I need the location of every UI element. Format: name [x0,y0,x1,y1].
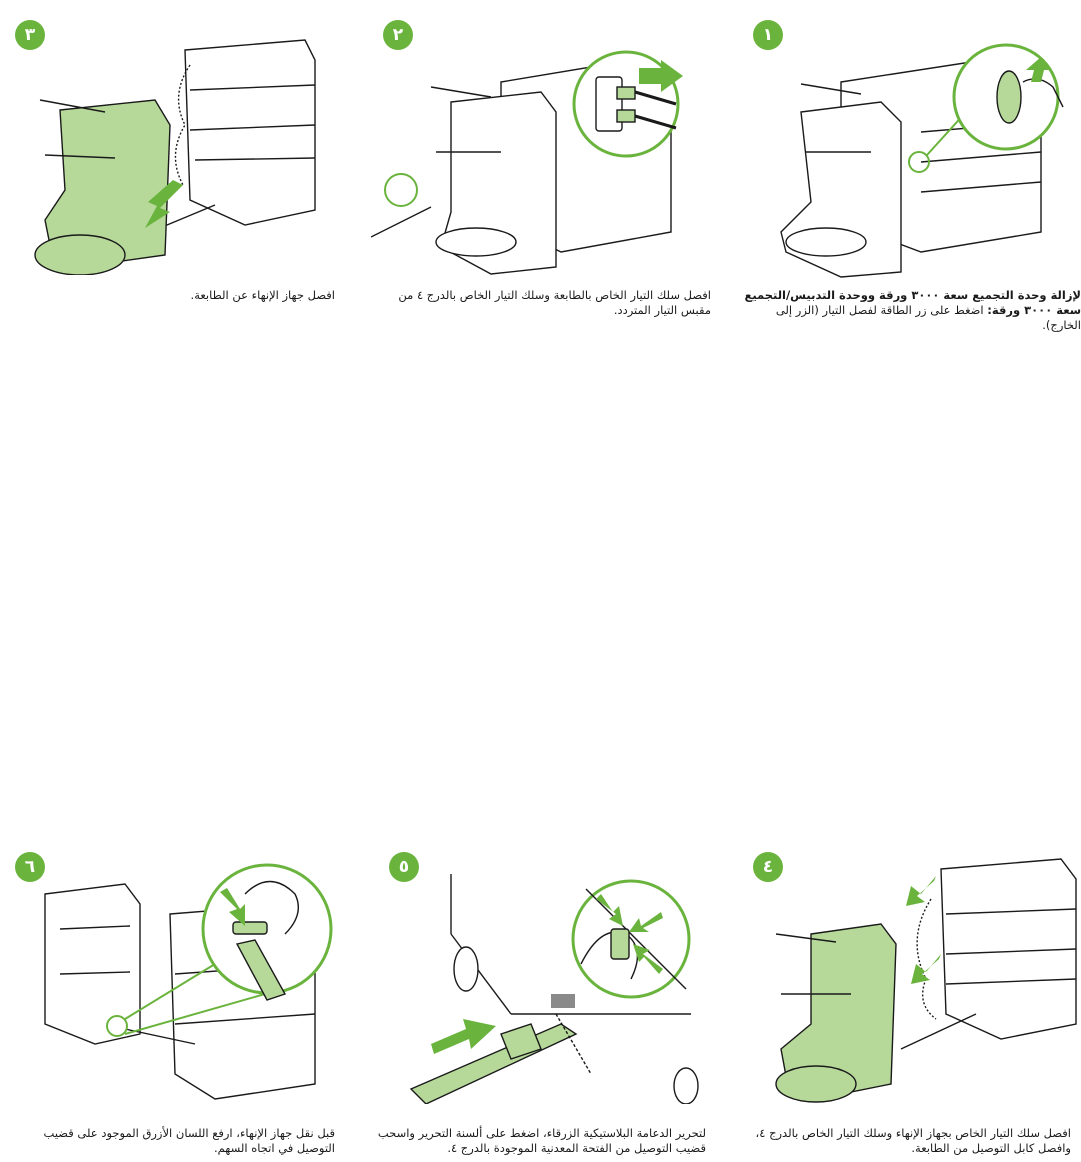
step-number-badge: ٥ [389,852,419,882]
power-button-illustration [780,43,1064,278]
rail-tab-illustration [44,863,333,1100]
step-1-caption-text: اضغط على زر الطاقة لفصل التيار (الزر إلى… [775,303,1081,332]
finisher-separation-illustration [34,39,316,275]
step-5-caption: لتحرير الدعامة البلاستيكية الزرقاء، اضغط… [371,1126,706,1156]
power-cord-illustration [371,50,683,275]
finisher-cables-illustration [775,858,1077,1103]
step-6-caption: قبل نقل جهاز الإنهاء، ارفع اللسان الأزرق… [5,1126,335,1156]
step-2-caption-text: افصل سلك التيار الخاص بالطابعة وسلك التي… [398,288,711,317]
step-4-caption: افصل سلك التيار الخاص بجهاز الإنهاء وسلك… [741,1126,1071,1156]
step-6-caption-text: قبل نقل جهاز الإنهاء، ارفع اللسان الأزرق… [43,1126,335,1155]
step-5-caption-text: لتحرير الدعامة البلاستيكية الزرقاء، اضغط… [377,1126,706,1155]
step-3-panel: ٣ افصل جهاز الإنهاء عن الطابعة. [5,20,345,380]
step-number-badge: ٣ [15,20,45,50]
step-number-badge: ٦ [15,852,45,882]
step-1-panel: ١ لإزالة وحدة التجميع سعة ٣٠٠٠ ورقة ووحد… [741,20,1081,380]
step-4-caption-text: افصل سلك التيار الخاص بجهاز الإنهاء وسلك… [755,1126,1071,1155]
step-2-panel: ٢ افصل سلك التيار الخاص بالطابعة وسلك ال… [371,20,711,380]
step-3-caption: افصل جهاز الإنهاء عن الطابعة. [5,288,335,303]
step-5-panel: ٥ لتحرير الدعامة البلاستيكية الزرقاء، اض… [371,852,711,1155]
step-number-badge: ٢ [383,20,413,50]
step-4-panel: ٤ افصل سلك التيار الخاص بجهاز الإنهاء وس… [741,852,1081,1155]
step-6-panel: ٦ قبل نقل جهاز الإنهاء، ارفع اللسان الأز… [5,852,345,1155]
step-2-caption: افصل سلك التيار الخاص بالطابعة وسلك التي… [371,288,711,318]
step-number-badge: ١ [753,20,783,50]
connecting-rail-illustration [409,874,699,1104]
step-1-caption-bold: لإزالة وحدة التجميع سعة ٣٠٠٠ ورقة ووحدة … [744,288,1081,317]
step-3-caption-text: افصل جهاز الإنهاء عن الطابعة. [190,288,335,302]
step-1-caption: لإزالة وحدة التجميع سعة ٣٠٠٠ ورقة ووحدة … [741,288,1081,333]
step-number-badge: ٤ [753,852,783,882]
